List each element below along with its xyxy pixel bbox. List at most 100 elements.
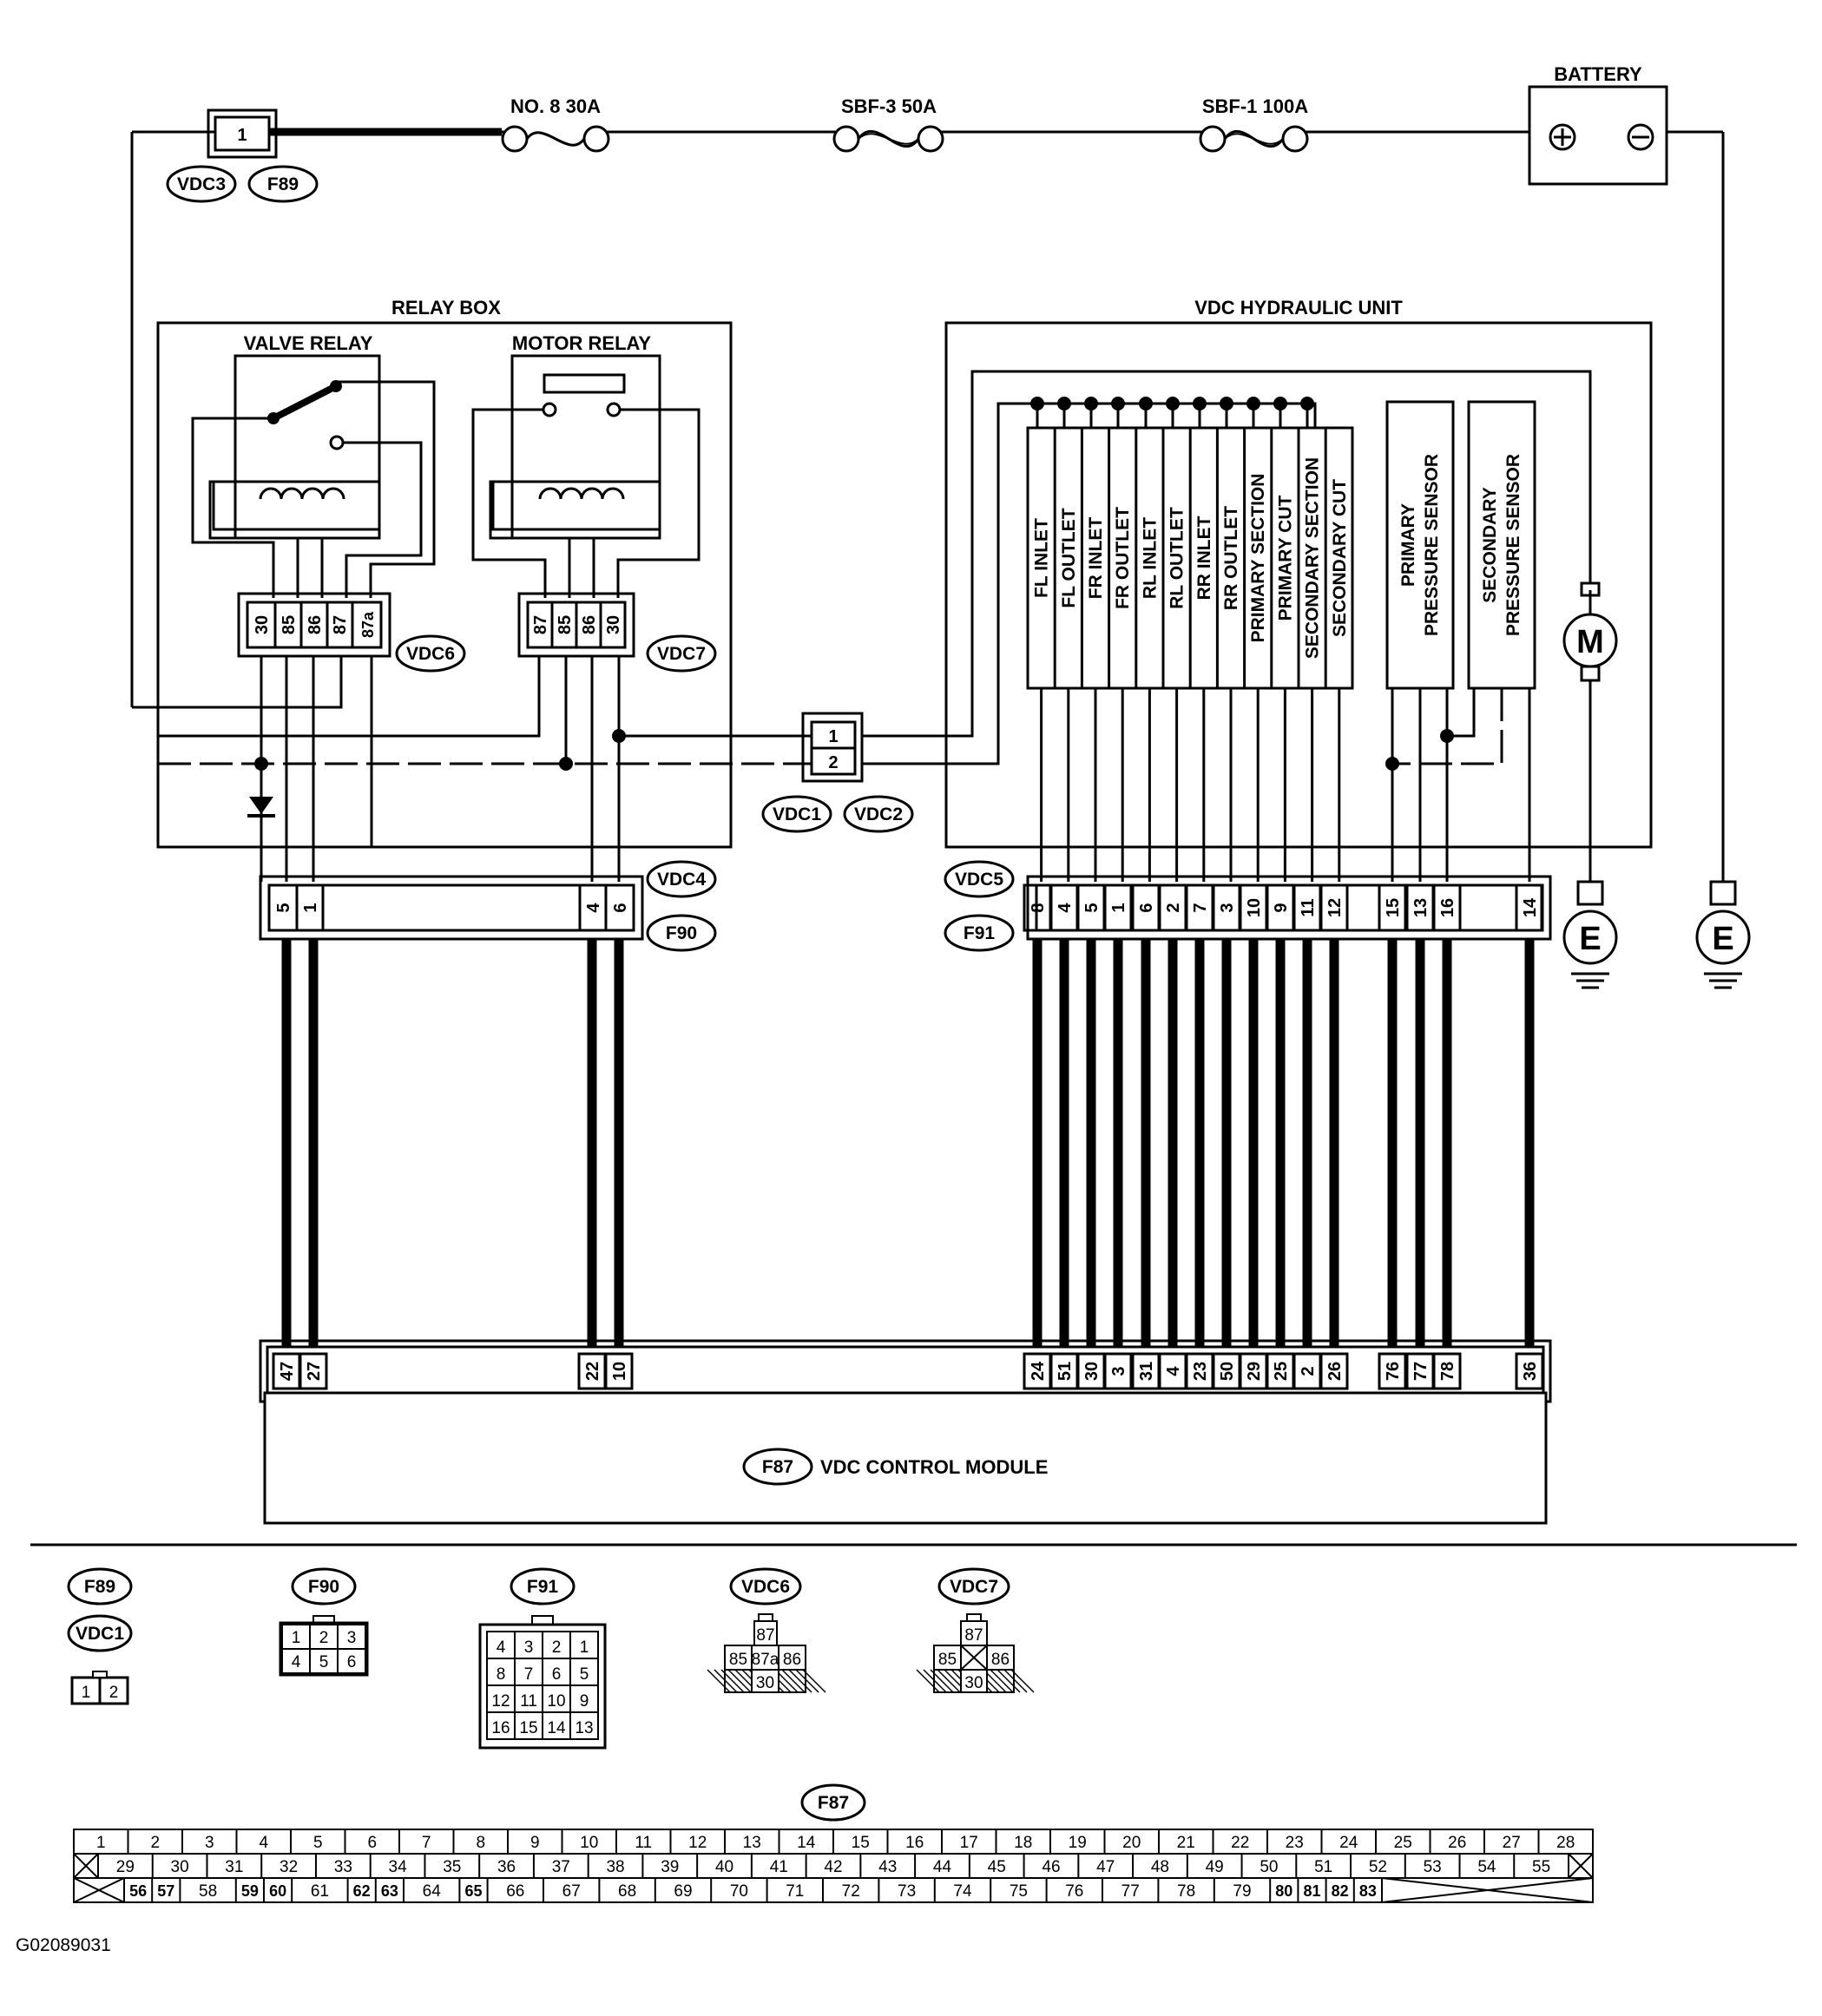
solenoid-bus-drops (1036, 404, 1309, 428)
f91-pin: 7 (1191, 903, 1210, 912)
f87-pin: 3 (1109, 1366, 1128, 1376)
battery-minus-icon (1627, 123, 1654, 151)
f87-legend-pin: 67 (562, 1882, 581, 1901)
f87-legend-pin: 14 (797, 1834, 816, 1852)
svg-text:F90: F90 (308, 1577, 339, 1597)
f87-legend-pin: 76 (1065, 1882, 1083, 1901)
hydraulic-unit: VDC HYDRAULIC UNIT (944, 297, 1653, 849)
f87-legend-pin: 13 (743, 1834, 761, 1852)
f87-legend-pin: 18 (1014, 1834, 1032, 1852)
f90-legend-pin: 1 (292, 1629, 301, 1647)
f91-legend-pin: 8 (497, 1665, 506, 1684)
f87-legend-pin: 48 (1151, 1858, 1169, 1876)
connector-vdc7: 87 85 86 30 VDC7 (517, 592, 717, 673)
vdc7-legend-pin: 87 (964, 1626, 983, 1645)
f91-pin: 8 (1029, 903, 1048, 912)
svg-text:86: 86 (580, 615, 599, 634)
solenoid-label: FR OUTLET (1113, 507, 1133, 609)
f87-pin: 29 (1245, 1362, 1264, 1381)
ground-icon (1562, 909, 1618, 965)
svg-text:86: 86 (306, 615, 325, 634)
svg-text:2: 2 (828, 753, 838, 772)
f87-legend-pin: 25 (1394, 1834, 1412, 1852)
f87-pin: 78 (1438, 1362, 1457, 1381)
f87-legend-pin: 35 (443, 1858, 461, 1876)
vdc7-legend-pin: 30 (964, 1674, 983, 1692)
f91-legend-pin: 1 (580, 1638, 589, 1657)
solenoid-label: RL INLET (1140, 517, 1160, 599)
f87-legend-pin: 23 (1286, 1834, 1304, 1852)
f91-pin: 14 (1521, 897, 1540, 917)
f87-legend-pin: 61 (311, 1882, 329, 1901)
f87-legend-pin: 66 (506, 1882, 524, 1901)
f87-legend-pin: 65 (464, 1882, 482, 1900)
f87-legend-pin: 53 (1424, 1858, 1442, 1876)
f87-pin: 50 (1218, 1362, 1237, 1381)
solenoid-label: RR OUTLET (1221, 506, 1241, 610)
f87-legend-pin: 43 (878, 1858, 897, 1876)
f91-legend-pin: 4 (497, 1638, 506, 1657)
f87-pin: 25 (1272, 1362, 1291, 1381)
solenoid-label: FL OUTLET (1059, 508, 1079, 607)
f91-legend-pin: 6 (552, 1665, 562, 1684)
f87-legend-pin: 37 (552, 1858, 570, 1876)
fuse-no8-label: NO. 8 30A (510, 95, 601, 117)
svg-text:F87: F87 (818, 1793, 849, 1813)
f87-legend-pin: 58 (199, 1882, 217, 1901)
control-module-label: VDC CONTROL MODULE (820, 1456, 1048, 1478)
solenoid-label: PRIMARY CUT (1275, 495, 1295, 621)
solenoid-label: FR INLET (1086, 517, 1106, 600)
f87-legend-pin: 73 (898, 1882, 916, 1901)
vdc6-legend-pin: 86 (783, 1651, 801, 1669)
f91-pin: 13 (1411, 898, 1431, 917)
f91-legend-pin: 2 (552, 1638, 562, 1657)
svg-text:2: 2 (109, 1684, 119, 1702)
fuse-sbf1: SBF-1 100A (1199, 95, 1309, 153)
svg-text:M: M (1576, 624, 1604, 660)
f87-pin: 76 (1384, 1362, 1403, 1381)
f87-legend-pin: 29 (116, 1858, 135, 1876)
svg-text:F89: F89 (267, 174, 299, 194)
svg-text:E: E (1579, 921, 1601, 957)
relay-box: RELAY BOX VALVE RELAY MOTOR RELAY (156, 297, 733, 849)
f87-legend-pin: 57 (157, 1882, 174, 1900)
solenoid-label: SECONDARY CUT (1330, 479, 1350, 637)
f87-legend-pin: 11 (635, 1834, 652, 1852)
f91-pin: 16 (1438, 898, 1457, 917)
vdc7-legend-pin: 86 (991, 1651, 1010, 1669)
f87-legend-pin: 49 (1206, 1858, 1224, 1876)
f87-legend-pin: 28 (1556, 1834, 1575, 1852)
sensor-wiring (1391, 688, 1531, 882)
f87-legend-pin: 60 (269, 1882, 286, 1900)
f91-pin: 1 (1109, 903, 1128, 912)
f87-legend-pin: 51 (1314, 1858, 1332, 1876)
f87-pin: 47 (278, 1362, 297, 1381)
svg-text:85: 85 (556, 615, 575, 634)
fuse-sbf1-label: SBF-1 100A (1202, 95, 1308, 117)
svg-text:30: 30 (604, 615, 623, 634)
svg-text:PRIMARY: PRIMARY (1398, 503, 1418, 587)
solenoid-label: SECONDARY SECTION (1303, 457, 1323, 659)
svg-text:5: 5 (274, 903, 293, 912)
svg-text:87: 87 (531, 615, 550, 634)
f87-legend-pin: 78 (1177, 1882, 1195, 1901)
f91-pin: 10 (1245, 898, 1264, 917)
f87-legend-pin: 15 (852, 1834, 870, 1852)
f87-legend-pin: 70 (730, 1882, 748, 1901)
f87-pin: 36 (1521, 1362, 1540, 1381)
tag-f91: F91 (964, 923, 996, 943)
f91-legend-pin: 7 (524, 1665, 534, 1684)
f87-legend-pin: 47 (1096, 1858, 1115, 1876)
svg-text:4: 4 (584, 903, 603, 913)
top-connector: 1 (207, 108, 278, 159)
f91-legend-pin: 15 (519, 1719, 537, 1737)
motor-relay-label: MOTOR RELAY (512, 332, 651, 354)
connector-f90: 5 1 4 6 VDC4 F90 (259, 860, 717, 952)
f91-legend-pin: 3 (524, 1638, 534, 1657)
f87-legend-pin: 79 (1233, 1882, 1251, 1901)
f87-legend-pin: 74 (953, 1882, 972, 1901)
